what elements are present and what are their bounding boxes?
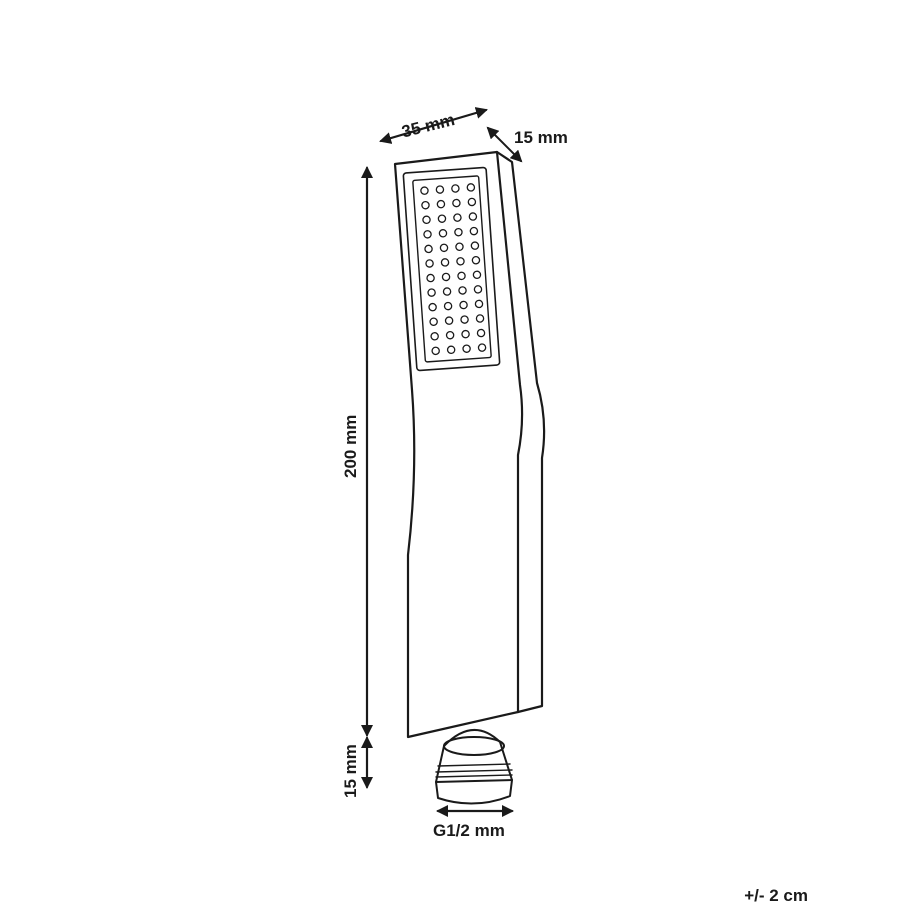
nozzle [474,299,484,309]
height-dimension: 200 mm [341,166,373,737]
nozzle [444,316,454,325]
nozzle [475,314,485,323]
connector-height-label: 15 mm [341,744,360,798]
nozzle [421,200,430,210]
nozzle [477,343,487,352]
nozzle [476,328,486,338]
nozzle [443,301,453,311]
nozzle [452,198,461,208]
tolerance-note: +/- 2 cm [744,886,808,905]
thread-label: G1/2 mm [433,821,505,840]
depth-label: 15 mm [514,128,568,147]
nozzle [438,229,448,238]
nozzle [435,185,445,194]
nozzle [423,230,432,239]
connector-height-dimension: 15 mm [341,736,373,798]
nozzle [458,286,467,295]
nozzle [470,241,480,250]
nozzle [436,199,446,209]
nozzle [471,255,481,265]
nozzle [453,213,462,222]
width-label: 35 mm [400,110,457,141]
nozzle [441,272,451,282]
nozzle [428,302,437,312]
nozzle [420,186,429,195]
hand-shower-body [393,150,546,739]
nozzle [446,345,456,355]
nozzle [425,259,434,268]
spray-nozzles [420,183,487,356]
thread-dimension: G1/2 mm [433,805,514,840]
nozzle [456,257,465,266]
nozzle [427,288,436,297]
nozzle [442,287,452,296]
height-label: 200 mm [341,415,360,478]
nozzle [461,329,470,339]
nozzle [439,243,449,253]
nozzle [457,271,466,281]
nozzle [454,227,463,237]
thread-connector [435,728,513,805]
nozzle [459,300,468,310]
nozzle [440,258,450,267]
nozzle [468,212,478,221]
nozzle [467,197,477,207]
width-dimension: 35 mm [379,107,488,144]
depth-dimension: 15 mm [486,126,568,163]
nozzle [462,344,471,353]
nozzle [472,270,482,280]
nozzle [445,330,455,340]
nozzle [431,346,440,356]
nozzle [424,244,433,254]
nozzle [422,215,431,225]
nozzle [473,285,483,294]
nozzle [430,332,439,341]
nozzle [469,226,479,236]
nozzle [466,183,476,192]
nozzle [460,315,469,324]
nozzle [429,317,438,326]
nozzle [437,214,447,223]
nozzle [451,184,460,193]
nozzle [455,242,464,252]
nozzle [426,273,435,283]
